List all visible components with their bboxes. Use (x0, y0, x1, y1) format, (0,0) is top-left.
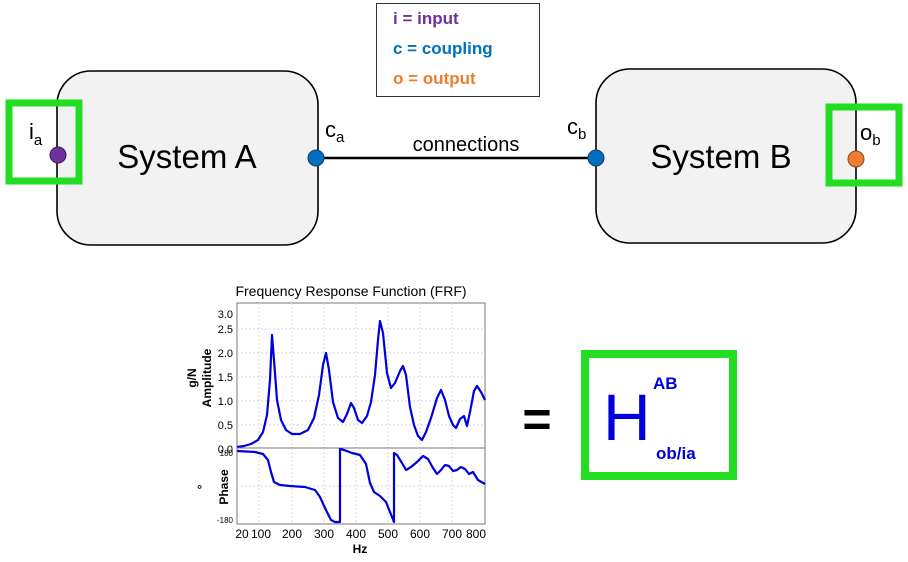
amplitude-tick-1: 0.5 (218, 420, 233, 432)
amplitude-tick-0: 0.0 (218, 444, 233, 456)
output-label: ob (860, 120, 881, 149)
phase-ylabel-unit: ° (195, 484, 209, 489)
x-tick-300: 300 (314, 527, 334, 541)
x-tick-20: 20 (235, 527, 249, 541)
coupling-port-b (587, 149, 605, 167)
input-highlight-box (5, 99, 83, 185)
phase-curve (236, 447, 486, 524)
frf-title: Frequency Response Function (FRF) (235, 283, 466, 299)
input-port (49, 146, 67, 164)
x-tick-100: 100 (251, 527, 271, 541)
phase-y-ticks: 180 -180 (217, 449, 234, 525)
phase-ylabel: Phase (217, 469, 231, 505)
coupling-label-b: cb (567, 114, 586, 143)
x-tick-200: 200 (282, 527, 302, 541)
amplitude-tick-2: 1.0 (218, 396, 233, 408)
coupling-label-a: ca (325, 117, 345, 146)
amplitude-tick-4: 2.0 (218, 348, 233, 360)
equals-sign: = (522, 391, 551, 447)
amplitude-tick-3: 1.5 (218, 372, 233, 384)
output-highlight-box (825, 103, 903, 187)
legend-box: i = input c = coupling o = output (376, 3, 540, 97)
x-tick-400: 400 (346, 527, 366, 541)
x-tick-600: 600 (410, 527, 430, 541)
amplitude-curve (236, 319, 486, 449)
amplitude-plot: 0.0 0.5 1.0 1.5 2.0 2.5 3.0 g/N Amplitud… (185, 302, 486, 456)
amplitude-tick-6: 3.0 (218, 309, 233, 321)
x-tick-500: 500 (378, 527, 398, 541)
coupling-port-a (307, 149, 325, 167)
legend-output: o = output (393, 69, 476, 88)
result-superscript: AB (653, 374, 678, 393)
connection-label: connections (413, 134, 520, 156)
system-a-label: System A (117, 138, 256, 175)
legend-coupling: c = coupling (393, 39, 493, 58)
phase-grid (237, 448, 485, 524)
legend-input: i = input (393, 9, 459, 28)
result-symbol: H (603, 380, 651, 454)
system-b-label: System B (650, 138, 791, 175)
result-highlight-box (581, 350, 737, 480)
amplitude-y-ticks: 0.0 0.5 1.0 1.5 2.0 2.5 3.0 (218, 309, 233, 456)
x-tick-700: 700 (442, 527, 462, 541)
amplitude-ylabel-unit: g/N (185, 368, 199, 387)
input-label: ia (29, 119, 43, 149)
output-port (847, 150, 865, 168)
amplitude-tick-5: 2.5 (218, 324, 233, 336)
x-axis-ticks: 20 100 200 300 400 500 600 700 800 (235, 527, 486, 541)
phase-tick-bottom: -180 (217, 516, 234, 525)
result-subscript: ob/ia (656, 444, 696, 463)
x-axis-label: Hz (353, 542, 368, 556)
amplitude-plot-frame (236, 302, 486, 449)
x-tick-800: 800 (466, 527, 486, 541)
phase-plot: 180 -180 ° Phase (195, 447, 486, 525)
phase-tick-top: 180 (220, 449, 234, 458)
amplitude-ylabel: Amplitude (200, 348, 214, 407)
